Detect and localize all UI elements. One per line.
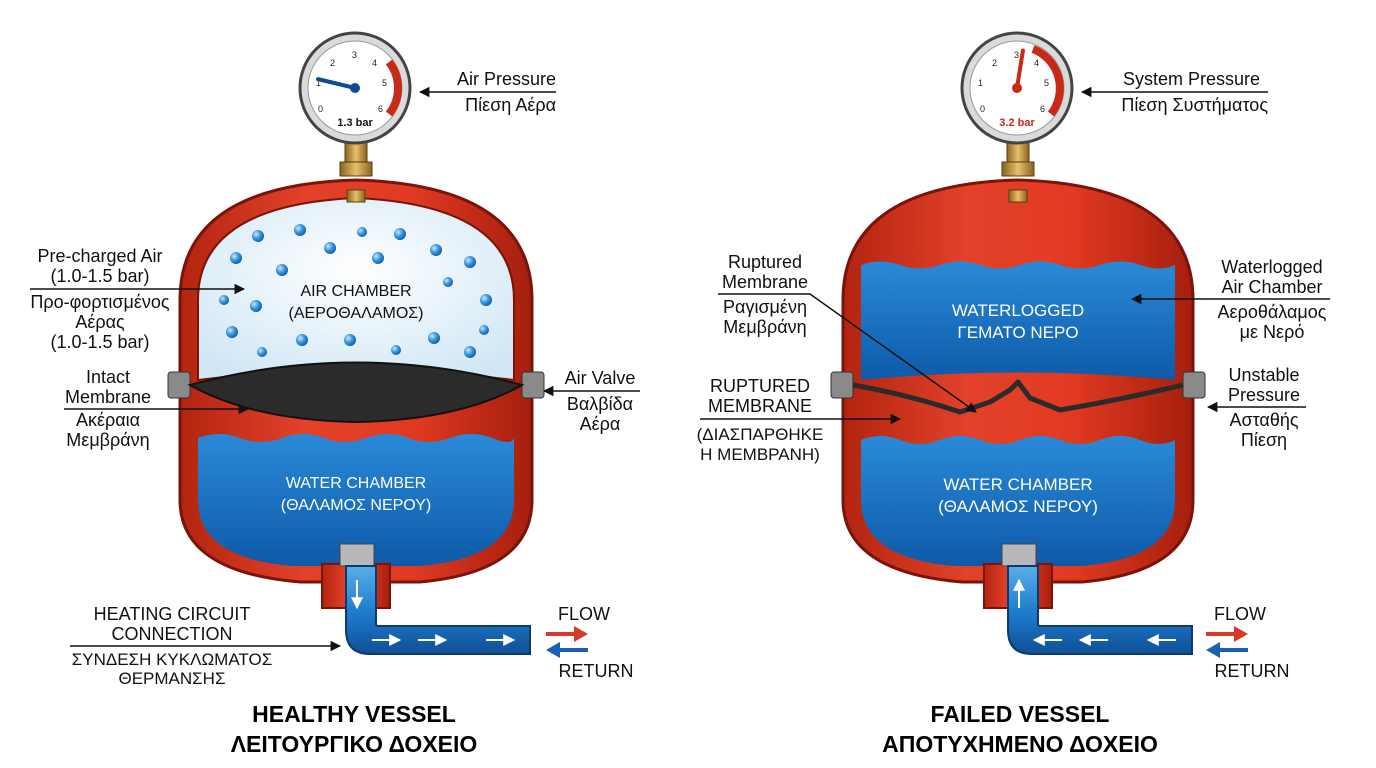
waterlogged-title: WATERLOGGED — [952, 301, 1084, 320]
failed-title: FAILED VESSEL — [931, 701, 1110, 727]
air-valve-label-el-2: Αέρα — [580, 414, 621, 434]
membrane-label-el: Ακέραια — [76, 410, 140, 430]
svg-text:5: 5 — [382, 78, 387, 88]
gauge-needle — [316, 77, 357, 90]
water-chamber — [198, 434, 514, 566]
connection-label-el: ΣΥΝΔΕΣΗ ΚΥΚΛΩΜΑΤΟΣ — [72, 650, 272, 669]
water-chamber — [861, 436, 1175, 566]
svg-text:3: 3 — [1014, 50, 1019, 60]
svg-text:6: 6 — [1040, 104, 1045, 114]
flow-arrow — [1206, 626, 1248, 642]
flow-arrow — [546, 626, 588, 642]
air-pressure-gauge: 0 1 2 3 4 5 6 1.3 bar — [298, 31, 412, 145]
precharged-label-el-2: Αέρας — [75, 312, 125, 332]
water-chamber-title: WATER CHAMBER — [943, 475, 1092, 494]
connection-label: HEATING CIRCUIT — [94, 604, 251, 624]
air-bubbles — [219, 224, 492, 358]
water-chamber-title: WATER CHAMBER — [286, 475, 426, 492]
return-label: RETURN — [559, 661, 634, 681]
svg-text:0: 0 — [318, 104, 323, 114]
air-pressure-label: Air Pressure — [457, 69, 556, 89]
ruptured-top-label-el: Ραγισμένη — [723, 297, 807, 317]
water-chamber-subtitle: (ΘΑΛΑΜΟΣ ΝΕΡΟΥ) — [281, 497, 431, 514]
waterlogged-label-el: Αεροθάλαμος — [1218, 302, 1327, 322]
precharged-range-el: (1.0-1.5 bar) — [50, 332, 149, 352]
waterlogged-label-2: Air Chamber — [1221, 277, 1322, 297]
healthy-vessel: AIR CHAMBER (ΑΕΡΟΘΑΛΑΜΟΣ) WATER CHAMBER … — [30, 31, 640, 757]
water-chamber-subtitle: (ΘΑΛΑΜΟΣ ΝΕΡΟΥ) — [938, 497, 1098, 516]
unstable-label: Unstable — [1228, 365, 1299, 385]
failed-title-el: ΑΠΟΤΥΧΗΜΕΝΟ ΔΟΧΕΙΟ — [882, 731, 1158, 757]
waterlogged-chamber — [861, 261, 1175, 380]
gauge-needle — [1015, 48, 1025, 90]
svg-text:2: 2 — [330, 58, 335, 68]
precharged-range: (1.0-1.5 bar) — [50, 266, 149, 286]
svg-text:1: 1 — [978, 78, 983, 88]
svg-text:6: 6 — [378, 104, 383, 114]
return-arrow — [1206, 642, 1248, 658]
air-pressure-label-el: Πίεση Αέρα — [465, 95, 556, 115]
ruptured-top-label-2: Membrane — [722, 272, 808, 292]
waterlogged-subtitle: ΓΕΜΑΤΟ ΝΕΡΟ — [957, 323, 1078, 342]
unstable-label-el-2: Πίεση — [1241, 430, 1287, 450]
svg-text:4: 4 — [1034, 58, 1039, 68]
waterlogged-label-el-2: με Νερό — [1240, 322, 1305, 342]
svg-text:3: 3 — [352, 50, 357, 60]
membrane-label: Intact — [86, 367, 130, 387]
ruptured-label-2: MEMBRANE — [708, 396, 812, 416]
pipe — [345, 565, 531, 655]
failed-vessel: WATERLOGGED ΓΕΜΑΤΟ ΝΕΡΟ WATER CHAMBER (Θ… — [697, 31, 1330, 757]
unstable-label-el: Ασταθής — [1229, 410, 1298, 430]
gauge-reading: 3.2 bar — [999, 117, 1035, 129]
ruptured-label-el-2: Η ΜΕΜΒΡΑΝΗ) — [700, 445, 820, 464]
connection-nut — [1001, 543, 1037, 567]
unstable-label-2: Pressure — [1228, 385, 1300, 405]
healthy-title-el: ΛΕΙΤΟΥΡΓΙΚΟ ΔΟΧΕΙΟ — [231, 731, 478, 757]
connection-label-el-2: ΘΕΡΜΑΝΣΗΣ — [119, 669, 226, 688]
membrane-label-el-2: Μεμβράνη — [66, 430, 149, 450]
air-valve-label-el: Βαλβίδα — [567, 394, 633, 414]
system-pressure-gauge: 0 1 2 3 4 5 6 3.2 bar — [960, 31, 1074, 145]
system-pressure-label-el: Πίεση Συστήματος — [1121, 95, 1268, 115]
ruptured-label-el: (ΔΙΑΣΠΑΡΘΗΚΕ — [697, 425, 824, 444]
connection-label-2: CONNECTION — [112, 624, 233, 644]
ruptured-top-label-el-2: Μεμβράνη — [723, 317, 806, 337]
flow-label: FLOW — [1214, 604, 1266, 624]
svg-text:4: 4 — [372, 58, 377, 68]
waterlogged-label: Waterlogged — [1221, 257, 1322, 277]
ruptured-membrane — [852, 379, 1184, 415]
return-label: RETURN — [1215, 661, 1290, 681]
svg-text:5: 5 — [1044, 78, 1049, 88]
connection-nut — [339, 543, 375, 567]
svg-text:0: 0 — [980, 104, 985, 114]
healthy-title: HEALTHY VESSEL — [252, 701, 456, 727]
svg-text:2: 2 — [992, 58, 997, 68]
air-chamber-title: AIR CHAMBER — [300, 283, 411, 300]
membrane-label-2: Membrane — [65, 387, 151, 407]
ruptured-top-label: Ruptured — [728, 252, 802, 272]
precharged-label-el: Προ-φορτισμένος — [30, 292, 170, 312]
gauge-reading: 1.3 bar — [337, 117, 373, 129]
ruptured-label: RUPTURED — [710, 376, 810, 396]
flow-label: FLOW — [558, 604, 610, 624]
precharged-label: Pre-charged Air — [37, 246, 162, 266]
system-pressure-label: System Pressure — [1123, 69, 1260, 89]
intact-membrane — [187, 361, 525, 424]
svg-text:1: 1 — [316, 78, 321, 88]
air-chamber-subtitle: (ΑΕΡΟΘΑΛΑΜΟΣ) — [289, 305, 424, 322]
pipe — [1007, 565, 1193, 655]
air-valve-label: Air Valve — [565, 368, 636, 388]
return-arrow — [546, 642, 588, 658]
